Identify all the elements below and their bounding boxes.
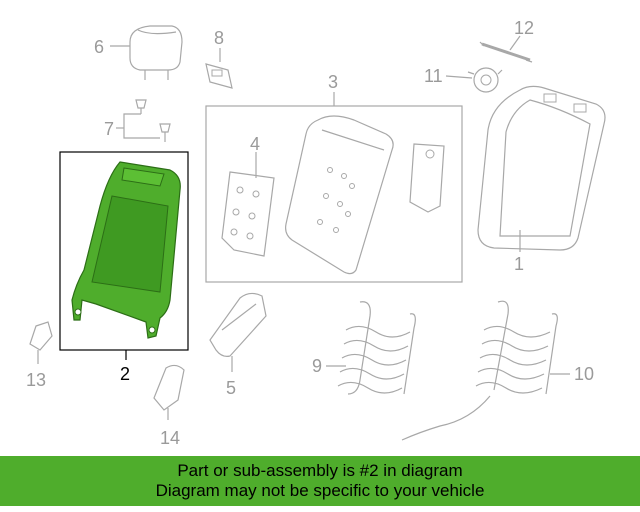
- callout-1: 1: [514, 254, 524, 274]
- part-6-headrest[interactable]: [129, 25, 183, 80]
- part-4-panel[interactable]: [221, 171, 275, 257]
- part-3-pad[interactable]: [285, 115, 394, 275]
- callout-13: 13: [26, 370, 46, 390]
- part-2-frame[interactable]: [71, 161, 181, 339]
- part-9-lumbar[interactable]: [337, 301, 416, 395]
- banner-line-2: Diagram may not be specific to your vehi…: [155, 481, 485, 500]
- callout-2: 2: [120, 364, 130, 384]
- leader-7: [123, 113, 160, 139]
- part-7-screws[interactable]: [135, 99, 171, 142]
- part-8-guide[interactable]: [205, 63, 233, 89]
- banner-line-1: Part or sub-assembly is #2 in diagram: [177, 461, 463, 480]
- info-banner: Part or sub-assembly is #2 in diagram Di…: [0, 456, 640, 506]
- part-13-clip[interactable]: [29, 321, 53, 351]
- part-11-knob[interactable]: [467, 67, 503, 93]
- parts-diagram: 6 8 7 12 11 3: [26, 18, 606, 448]
- callout-8: 8: [214, 28, 224, 48]
- callout-5: 5: [226, 378, 236, 398]
- leader-12: [509, 35, 521, 51]
- callout-6: 6: [94, 37, 104, 57]
- part-1-cover[interactable]: [477, 85, 606, 251]
- callout-7: 7: [104, 119, 114, 139]
- callout-14: 14: [160, 428, 180, 448]
- callout-4: 4: [250, 134, 260, 154]
- callout-10: 10: [574, 364, 594, 384]
- part-12-rod[interactable]: [479, 41, 533, 63]
- part-5-trim[interactable]: [209, 292, 267, 357]
- callout-11: 11: [424, 66, 443, 86]
- part-14-trim[interactable]: [153, 364, 185, 411]
- highlight-box-2: [59, 151, 189, 351]
- callout-9: 9: [312, 356, 322, 376]
- callout-3: 3: [328, 72, 338, 92]
- callout-12: 12: [514, 18, 534, 38]
- part-10-lumbar[interactable]: [401, 300, 558, 441]
- part-3-side-pad[interactable]: [409, 143, 445, 213]
- leader-11: [445, 75, 473, 79]
